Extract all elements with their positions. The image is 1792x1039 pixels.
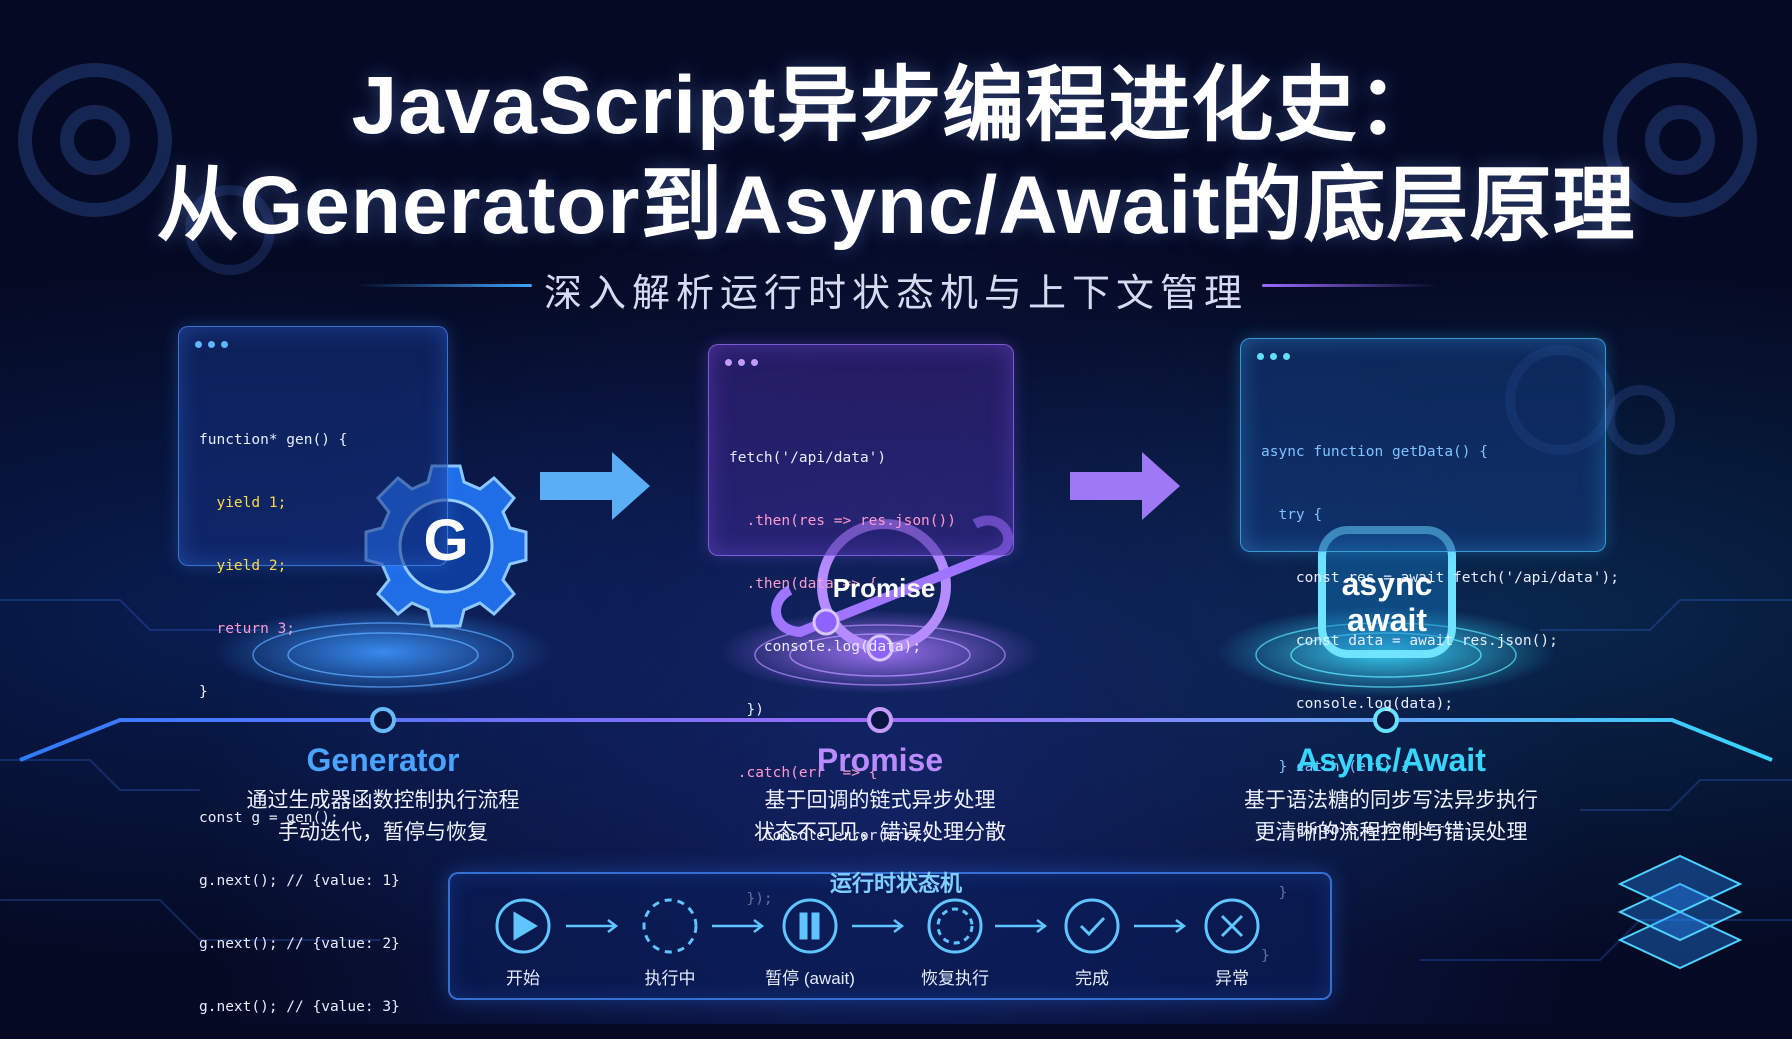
state-label-resumed: 恢复执行 <box>921 969 989 988</box>
stage-name-async: Async/Await <box>1296 742 1486 778</box>
async-badge-label-2: await <box>1346 602 1428 638</box>
code-line: return 3; <box>199 621 296 637</box>
code-line: }) <box>729 702 764 718</box>
code-line: g.next(); // {value: 1} <box>199 873 400 889</box>
resume-icon <box>927 898 983 954</box>
stage-name-promise: Promise <box>816 742 944 778</box>
window-dots-icon <box>725 359 758 366</box>
stage-desc-promise-1: 基于回调的链式异步处理 <box>764 789 996 812</box>
play-icon <box>495 898 551 954</box>
subtitle-divider-right <box>1262 284 1438 287</box>
generator-badge-label: G <box>423 508 469 573</box>
page-title-line1: JavaScript异步编程进化史： <box>351 60 1441 151</box>
code-line: g.next(); // {value: 3} <box>199 999 400 1015</box>
window-dots-icon <box>195 341 228 348</box>
code-line: } <box>199 684 208 700</box>
code-line: console.log(data); <box>1261 696 1454 712</box>
code-line: const res = await fetch('/api/data'); <box>1261 570 1619 586</box>
state-label-error: 异常 <box>1215 969 1249 988</box>
state-label-paused: 暂停 (await) <box>765 969 855 988</box>
generator-code-card: function* gen() { yield 1; yield 2; retu… <box>178 326 448 1015</box>
code-line: } catch (err) { <box>1261 759 1410 775</box>
stage-desc-generator-2: 手动迭代，暂停与恢复 <box>278 821 488 844</box>
code-line: g.next(); // {value: 2} <box>199 936 400 952</box>
state-machine-panel <box>448 872 1332 1000</box>
window-dots-icon <box>1257 353 1290 360</box>
code-line: .then(res => res.json()) <box>729 513 956 529</box>
code-line: fetch('/api/data') <box>729 450 887 466</box>
stage-desc-promise-2: 状态不可见，错误处理分散 <box>754 821 1006 844</box>
stage-desc-async-2: 更清晰的流程控制与错误处理 <box>1254 821 1528 844</box>
code-line: async function getData() { <box>1261 444 1488 460</box>
async-code-card: async function getData() { try { const r… <box>1240 338 1619 964</box>
code-line: console.error(err); <box>1261 822 1462 838</box>
code-line: yield 2; <box>199 558 287 574</box>
page-subtitle: 深入解析运行时状态机与上下文管理 <box>543 273 1248 315</box>
gear-icon <box>18 63 1757 217</box>
arrow-right-icon <box>566 919 1187 933</box>
promise-code-card: fetch('/api/data') .then(res => res.json… <box>708 344 1014 907</box>
state-machine-title: 运行时状态机 <box>829 871 962 896</box>
state-label-start: 开始 <box>506 969 540 988</box>
arrow-right-icon <box>540 452 1180 520</box>
stage-desc-async-1: 基于语法糖的同步写法异步执行 <box>1244 789 1538 812</box>
timeline-node <box>370 707 1399 733</box>
code-line: .then(data => { <box>729 576 878 592</box>
code-line: const data = await res.json(); <box>1261 633 1558 649</box>
code-line: .catch(err => { <box>729 765 878 781</box>
check-icon <box>1064 898 1120 954</box>
stack-icon <box>1617 854 1743 970</box>
promise-badge-label: Promise <box>832 573 936 603</box>
stage-desc-generator-1: 通过生成器函数控制执行流程 <box>246 789 520 812</box>
code-line: try { <box>1261 507 1323 523</box>
code-line: yield 1; <box>199 495 287 511</box>
state-label-done: 完成 <box>1075 969 1109 988</box>
code-line: const g = gen(); <box>199 810 339 826</box>
code-line: function* gen() { <box>199 432 348 448</box>
code-line: console.log(data); <box>729 639 922 655</box>
async-badge-label-1: async <box>1341 566 1433 602</box>
state-label-running: 执行中 <box>644 969 696 988</box>
close-icon <box>1204 898 1260 954</box>
stage-name-generator: Generator <box>306 742 460 778</box>
subtitle-divider-left <box>356 284 532 287</box>
page-title-line2: 从Generator到Async/Await的底层原理 <box>156 160 1636 251</box>
dashed-circle-icon <box>642 898 698 954</box>
code-line: console.error(err); <box>729 828 930 844</box>
pause-icon <box>782 898 838 954</box>
